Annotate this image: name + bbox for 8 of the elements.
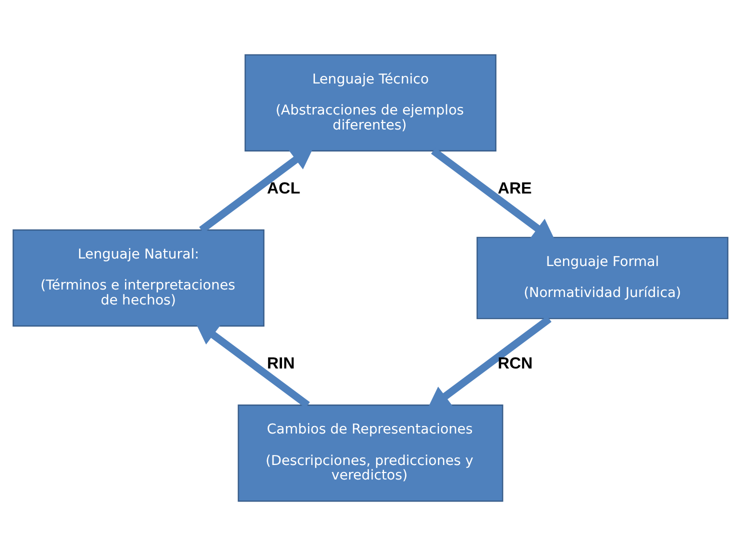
edge-label: RCN	[498, 354, 533, 372]
edge-label: ACL	[267, 178, 300, 197]
node-box: Lenguaje Natural: (Términos e interpretaciones de hechos)	[12, 228, 264, 326]
edge-label: RIN	[267, 354, 295, 372]
edge-label: ARE	[498, 178, 532, 197]
node-box: Lenguaje Técnico (Abstracciones de ejemplos diferentes)	[244, 54, 496, 151]
node-box: Lenguaje Formal (Normatividad Jurídica)	[476, 236, 728, 319]
node-box: Cambios de Representaciones (Descripciones, predicciones y veredictos)	[238, 404, 504, 502]
